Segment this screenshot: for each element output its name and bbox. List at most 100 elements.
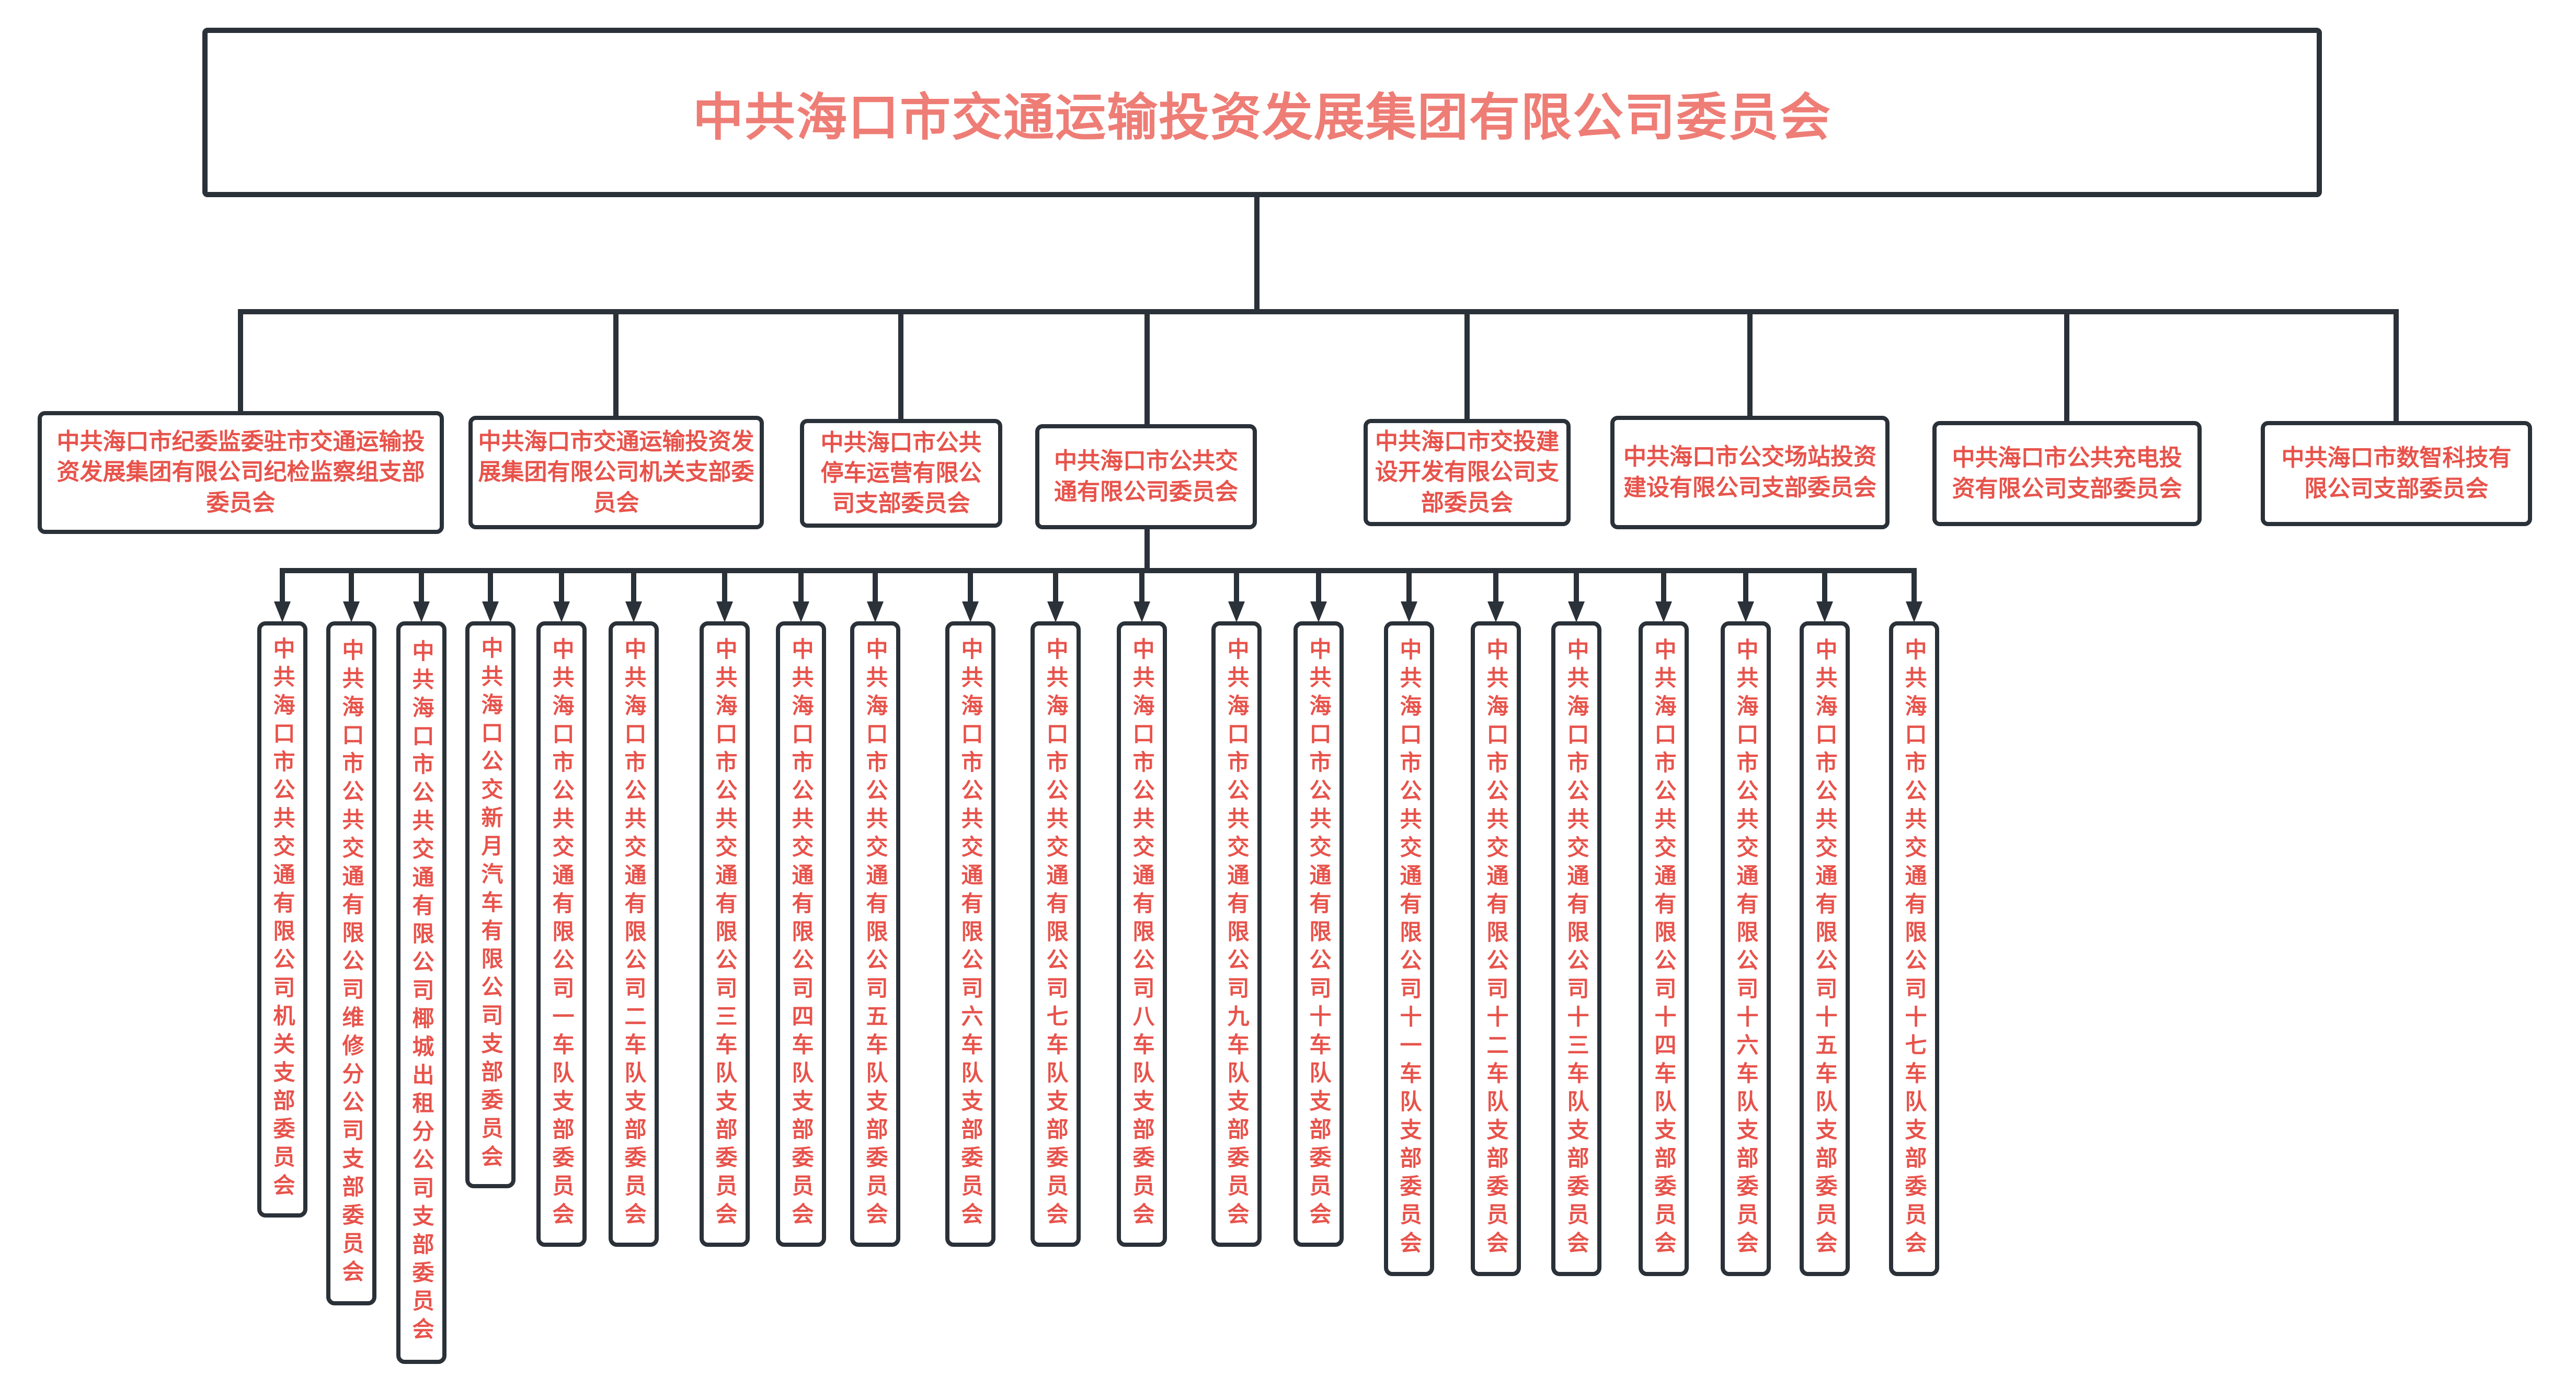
level3-label-21: 中共海口市公共交通有限公司十七车队支部委员会 xyxy=(1902,638,1927,1259)
connector-c2 xyxy=(349,568,354,607)
connector-bus-drop xyxy=(1144,529,1150,573)
connector-c14 xyxy=(1316,568,1321,607)
connector-c4 xyxy=(488,568,493,607)
level2-node-7: 中共海口市公共充电投资有限公司支部委员会 xyxy=(1932,421,2202,526)
level3-label-5: 中共海口市公共交通有限公司一车队支部委员会 xyxy=(549,638,575,1231)
level3-label-17: 中共海口市公共交通有限公司十三车队支部委员会 xyxy=(1564,638,1589,1259)
down-arrow-icon xyxy=(1568,601,1585,622)
down-arrow-icon xyxy=(482,601,499,622)
connector-c13 xyxy=(1234,568,1239,607)
level3-label-9: 中共海口市公共交通有限公司五车队支部委员会 xyxy=(863,638,888,1231)
connector-c18 xyxy=(1661,568,1666,607)
level3-label-2: 中共海口市公共交通有限公司维修分公司支部委员会 xyxy=(339,639,364,1288)
level3-node-14: 中共海口市公共交通有限公司十车队支部委员会 xyxy=(1293,621,1344,1247)
connector-drop-7 xyxy=(2064,309,2069,421)
level3-node-21: 中共海口市公共交通有限公司十七车队支部委员会 xyxy=(1889,621,1939,1276)
level3-node-16: 中共海口市公共交通有限公司十二车队支部委员会 xyxy=(1471,621,1521,1276)
connector-drop-1 xyxy=(238,309,243,411)
level3-node-13: 中共海口市公共交通有限公司九车队支部委员会 xyxy=(1211,621,1262,1247)
level3-node-11: 中共海口市公共交通有限公司七车队支部委员会 xyxy=(1031,621,1081,1247)
level3-node-15: 中共海口市公共交通有限公司十一车队支部委员会 xyxy=(1384,621,1434,1276)
level2-node-8: 中共海口市数智科技有限公司支部委员会 xyxy=(2261,421,2532,526)
down-arrow-icon xyxy=(274,601,291,622)
connector-c3 xyxy=(419,568,424,607)
level2-node-3: 中共海口市公共停车运营有限公司支部委员会 xyxy=(800,419,1002,528)
level3-node-5: 中共海口市公共交通有限公司一车队支部委员会 xyxy=(536,621,587,1247)
connector-c9 xyxy=(873,568,878,607)
level3-label-6: 中共海口市公共交通有限公司二车队支部委员会 xyxy=(621,638,647,1231)
down-arrow-icon xyxy=(1906,601,1922,622)
connector-drop-5 xyxy=(1464,309,1470,419)
level3-label-15: 中共海口市公共交通有限公司十一车队支部委员会 xyxy=(1396,638,1422,1259)
down-arrow-icon xyxy=(553,601,570,622)
down-arrow-icon xyxy=(1047,601,1064,622)
connector-drop-2 xyxy=(613,309,619,416)
level3-label-4: 中共海口公交新月汽车有限公司支部委员会 xyxy=(478,636,503,1173)
level2-label-6: 中共海口市公交场站投资建设有限公司支部委员会 xyxy=(1623,443,1876,501)
down-arrow-icon xyxy=(793,601,809,622)
org-root-node: 中共海口市交通运输投资发展集团有限公司委员会 xyxy=(202,28,2322,197)
level3-label-8: 中共海口市公共交通有限公司四车队支部委员会 xyxy=(788,638,814,1231)
connector-c8 xyxy=(798,568,804,607)
connector-c12 xyxy=(1139,568,1144,607)
down-arrow-icon xyxy=(1228,601,1245,622)
level2-label-2: 中共海口市交通运输投资发展集团有限公司机关支部委员会 xyxy=(478,428,754,516)
connector-level2-bus xyxy=(238,309,2399,314)
connector-drop-6 xyxy=(1747,309,1753,416)
connector-drop-8 xyxy=(2394,309,2399,421)
connector-c1 xyxy=(280,568,285,607)
level3-node-6: 中共海口市公共交通有限公司二车队支部委员会 xyxy=(609,621,659,1247)
level3-label-7: 中共海口市公共交通有限公司三车队支部委员会 xyxy=(712,638,738,1231)
level2-node-4: 中共海口市公共交通有限公司委员会 xyxy=(1035,424,1257,529)
down-arrow-icon xyxy=(625,601,642,622)
down-arrow-icon xyxy=(962,601,979,622)
level2-node-5: 中共海口市交投建设开发有限公司支部委员会 xyxy=(1364,419,1571,526)
level3-label-1: 中共海口市公共交通有限公司机关支部委员会 xyxy=(270,637,295,1202)
connector-level3-bus xyxy=(280,568,1917,573)
level3-node-20: 中共海口市公共交通有限公司十五车队支部委员会 xyxy=(1800,621,1850,1276)
down-arrow-icon xyxy=(413,601,430,622)
connector-c15 xyxy=(1406,568,1412,607)
down-arrow-icon xyxy=(1655,601,1672,622)
level3-node-9: 中共海口市公共交通有限公司五车队支部委员会 xyxy=(850,621,900,1247)
level3-label-11: 中共海口市公共交通有限公司七车队支部委员会 xyxy=(1043,638,1069,1231)
level3-node-18: 中共海口市公共交通有限公司十四车队支部委员会 xyxy=(1639,621,1689,1276)
down-arrow-icon xyxy=(867,601,884,622)
level3-node-4: 中共海口公交新月汽车有限公司支部委员会 xyxy=(465,621,516,1188)
level3-label-20: 中共海口市公共交通有限公司十五车队支部委员会 xyxy=(1812,638,1838,1259)
level3-node-17: 中共海口市公共交通有限公司十三车队支部委员会 xyxy=(1551,621,1601,1276)
level2-node-1: 中共海口市纪委监委驻市交通运输投资发展集团有限公司纪检监察组支部委员会 xyxy=(38,411,444,534)
level3-label-13: 中共海口市公共交通有限公司九车队支部委员会 xyxy=(1224,638,1250,1231)
down-arrow-icon xyxy=(1737,601,1754,622)
level3-node-7: 中共海口市公共交通有限公司三车队支部委员会 xyxy=(700,621,750,1247)
down-arrow-icon xyxy=(716,601,733,622)
level3-node-8: 中共海口市公共交通有限公司四车队支部委员会 xyxy=(776,621,826,1247)
connector-root-drop xyxy=(1254,197,1260,309)
level2-label-8: 中共海口市数智科技有限公司支部委员会 xyxy=(2281,445,2512,502)
level3-node-19: 中共海口市公共交通有限公司十六车队支部委员会 xyxy=(1721,621,1771,1276)
down-arrow-icon xyxy=(1487,601,1504,622)
connector-c16 xyxy=(1493,568,1498,607)
down-arrow-icon xyxy=(1816,601,1833,622)
down-arrow-icon xyxy=(1401,601,1417,622)
level2-label-4: 中共海口市公共交通有限公司委员会 xyxy=(1054,448,1238,505)
down-arrow-icon xyxy=(1310,601,1327,622)
down-arrow-icon xyxy=(343,601,360,622)
connector-c5 xyxy=(559,568,564,607)
level2-label-1: 中共海口市纪委监委驻市交通运输投资发展集团有限公司纪检监察组支部委员会 xyxy=(56,428,425,516)
level3-node-1: 中共海口市公共交通有限公司机关支部委员会 xyxy=(257,621,307,1218)
connector-c11 xyxy=(1053,568,1058,607)
level2-label-5: 中共海口市交投建设开发有限公司支部委员会 xyxy=(1375,428,1559,516)
connector-c6 xyxy=(631,568,636,607)
level2-label-3: 中共海口市公共停车运营有限公司支部委员会 xyxy=(820,429,982,517)
connector-c21 xyxy=(1911,568,1917,607)
level3-label-16: 中共海口市公共交通有限公司十二车队支部委员会 xyxy=(1483,638,1509,1259)
connector-c7 xyxy=(722,568,727,607)
level2-label-7: 中共海口市公共充电投资有限公司支部委员会 xyxy=(1952,445,2182,502)
level3-label-3: 中共海口市公共交通有限公司椰城出租分公司支部委员会 xyxy=(409,640,434,1346)
level3-node-2: 中共海口市公共交通有限公司维修分公司支部委员会 xyxy=(326,621,376,1305)
down-arrow-icon xyxy=(1134,601,1150,622)
level3-node-12: 中共海口市公共交通有限公司八车队支部委员会 xyxy=(1117,621,1167,1247)
level3-node-10: 中共海口市公共交通有限公司六车队支部委员会 xyxy=(945,621,995,1247)
